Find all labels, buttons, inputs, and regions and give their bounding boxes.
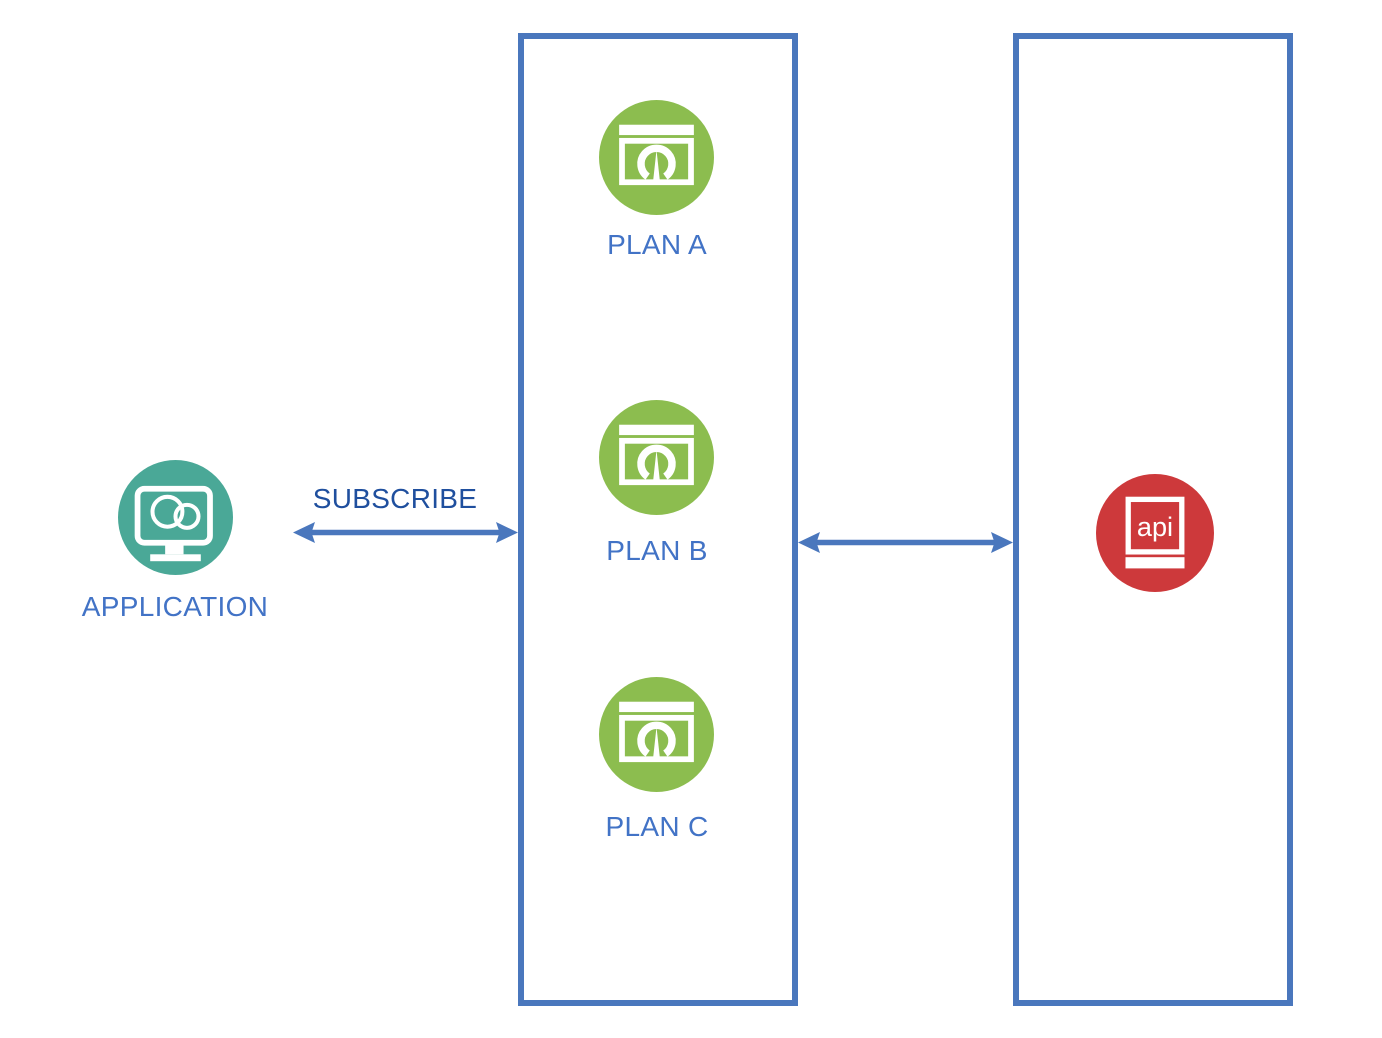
subscribe-label: SUBSCRIBE: [312, 483, 478, 514]
api-badge-icon: api: [1096, 474, 1214, 592]
plan-b-label: PLAN B: [606, 535, 708, 566]
plan-a-label: PLAN A: [607, 229, 707, 260]
api-icon-text: api: [1137, 511, 1173, 542]
gauge-window-icon-plan-c: [599, 677, 714, 792]
application-label: APPLICATION: [81, 591, 269, 622]
plans-api-arrow: [798, 532, 1013, 553]
gauge-window-icon-plan-a: [599, 100, 714, 215]
plan-c-label: PLAN C: [605, 811, 709, 842]
monitor-cloud-icon: [118, 460, 233, 575]
subscribe-arrow: [293, 522, 518, 543]
gauge-window-icon-plan-b: [599, 400, 714, 515]
